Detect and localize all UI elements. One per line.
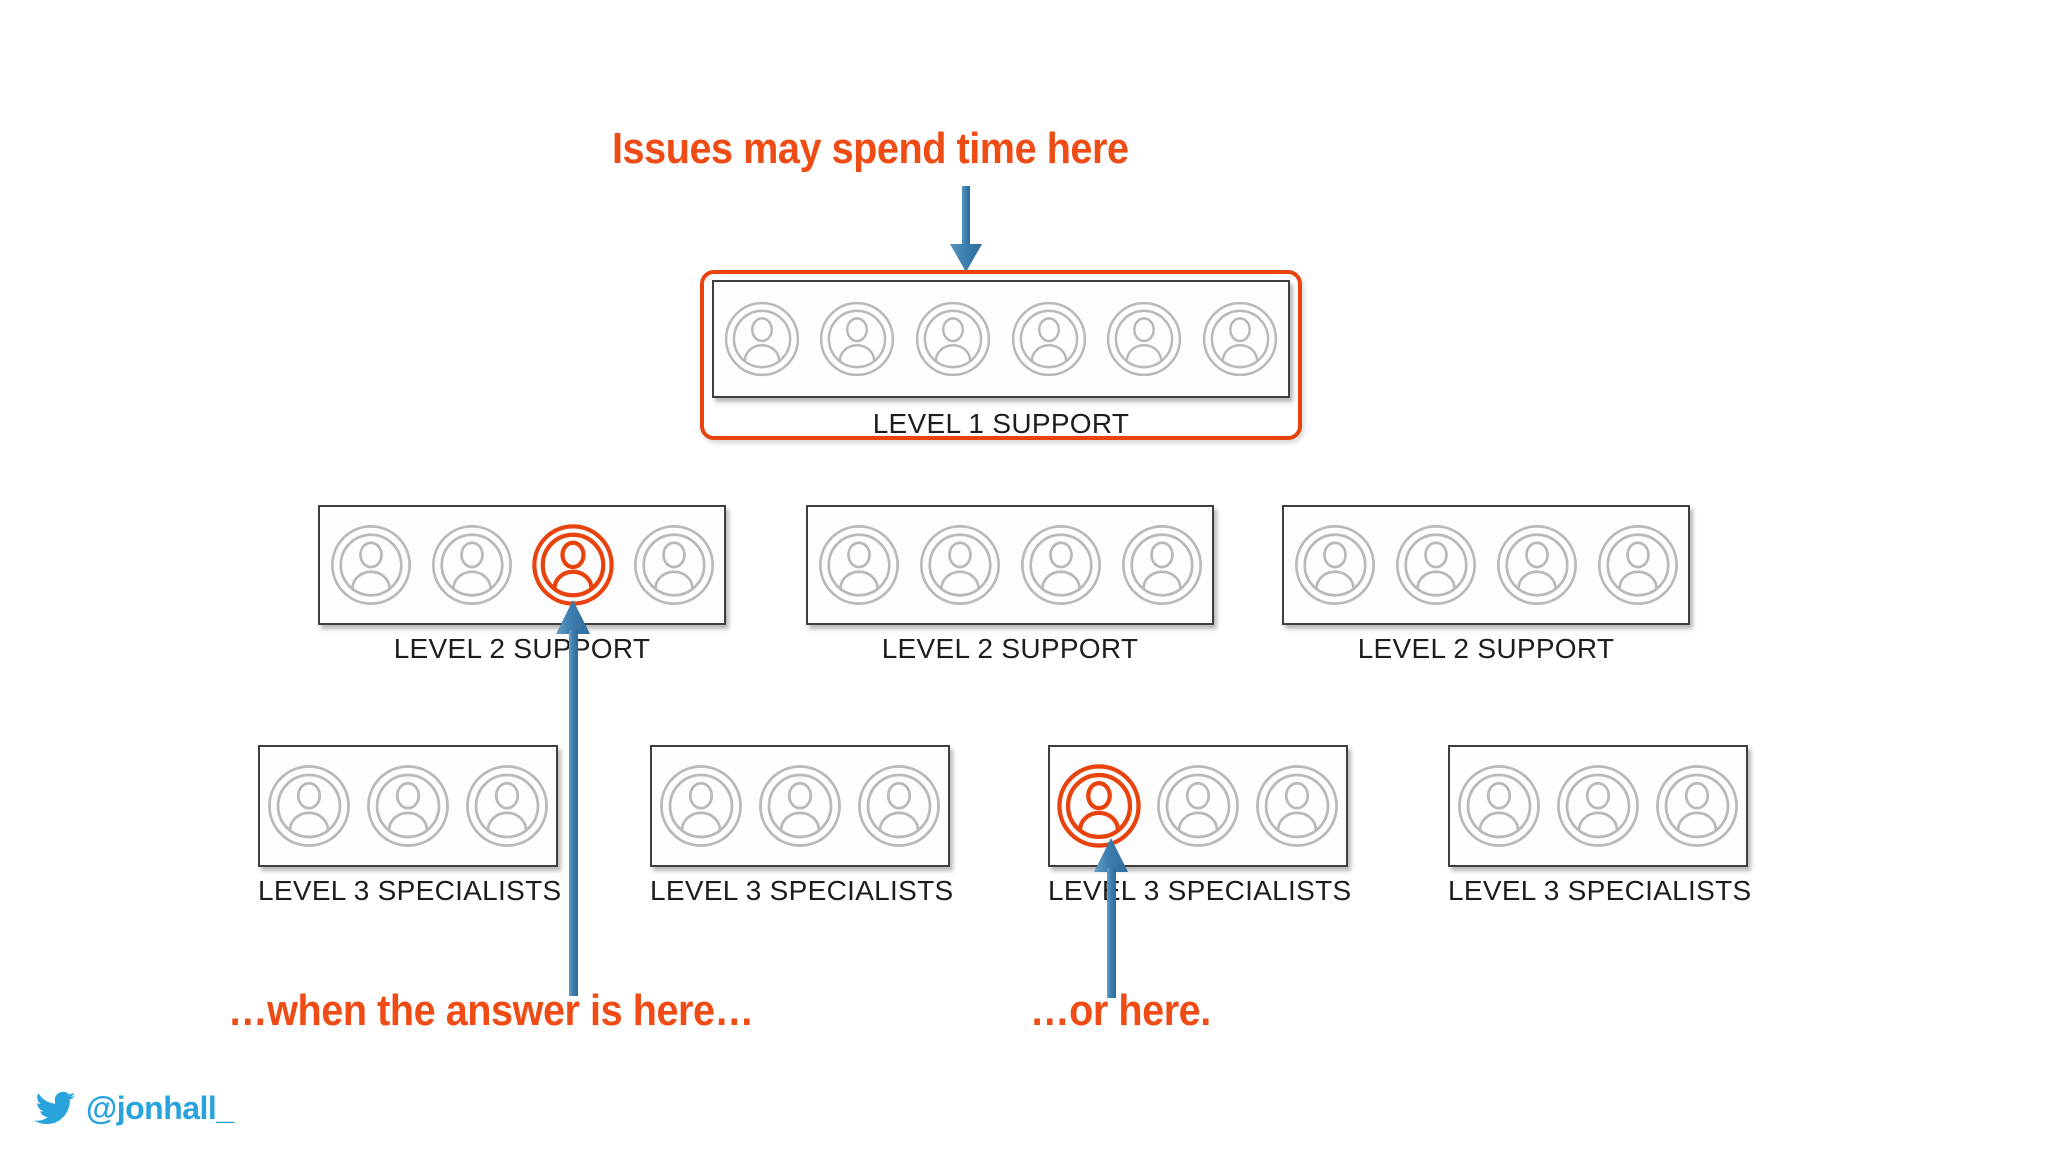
level3-label-4: LEVEL 3 SPECIALISTS <box>1448 875 1752 906</box>
group-level3-4[interactable]: LEVEL 3 SPECIALISTS <box>1448 745 1751 906</box>
agent-icon[interactable] <box>1010 300 1088 378</box>
agent-icon[interactable] <box>365 763 451 849</box>
level2-label-2: LEVEL 2 SUPPORT <box>881 633 1139 664</box>
agent-icon[interactable] <box>914 300 992 378</box>
twitter-handle: @jonhall_ <box>86 1090 234 1126</box>
arrow-to-level3-agent <box>1094 838 1128 998</box>
level2-agent-box-3 <box>1282 505 1690 625</box>
twitter-credit[interactable]: @jonhall_ <box>34 1090 234 1127</box>
agent-icon[interactable] <box>1555 763 1641 849</box>
group-level2-3[interactable]: LEVEL 2 SUPPORT <box>1282 505 1690 664</box>
agent-icon[interactable] <box>430 523 514 607</box>
agent-icon[interactable] <box>723 300 801 378</box>
level3-agent-box-1 <box>258 745 558 867</box>
twitter-bird-icon <box>34 1091 76 1124</box>
group-level3-1[interactable]: LEVEL 3 SPECIALISTS <box>258 745 561 906</box>
level2-agent-box-1 <box>318 505 726 625</box>
agent-icon[interactable] <box>658 763 744 849</box>
agent-icon[interactable] <box>1293 523 1377 607</box>
level3-agent-box-3 <box>1048 745 1348 867</box>
agent-icon[interactable] <box>1019 523 1103 607</box>
group-level3-3[interactable]: LEVEL 3 SPECIALISTS <box>1048 745 1351 906</box>
agent-icon[interactable] <box>266 763 352 849</box>
group-level2-1[interactable]: LEVEL 2 SUPPORT <box>318 505 726 664</box>
agent-icon[interactable] <box>1654 763 1740 849</box>
agent-icon[interactable] <box>464 763 550 849</box>
agent-icon[interactable] <box>1495 523 1579 607</box>
group-level2-2[interactable]: LEVEL 2 SUPPORT <box>806 505 1214 664</box>
caption-or-here: …or here. <box>1030 986 1211 1035</box>
agent-icon[interactable] <box>632 523 716 607</box>
agent-icon[interactable] <box>1120 523 1204 607</box>
arrow-to-level2-agent <box>556 600 590 996</box>
agent-icon[interactable] <box>1254 763 1340 849</box>
level3-label-1: LEVEL 3 SPECIALISTS <box>258 875 562 906</box>
caption-answer-is-here: …when the answer is here… <box>228 986 754 1035</box>
level1-label: LEVEL 1 SUPPORT <box>872 408 1130 439</box>
level3-agent-box-2 <box>650 745 950 867</box>
agent-icon[interactable] <box>1105 300 1183 378</box>
agent-icon-highlighted[interactable] <box>1056 763 1142 849</box>
group-level3-2[interactable]: LEVEL 3 SPECIALISTS <box>650 745 953 906</box>
agent-icon[interactable] <box>817 523 901 607</box>
agent-icon[interactable] <box>918 523 1002 607</box>
agent-icon[interactable] <box>856 763 942 849</box>
agent-icon[interactable] <box>329 523 413 607</box>
level3-label-2: LEVEL 3 SPECIALISTS <box>650 875 954 906</box>
agent-icon[interactable] <box>818 300 896 378</box>
agent-icon[interactable] <box>1596 523 1680 607</box>
level3-agent-box-4 <box>1448 745 1748 867</box>
agent-icon[interactable] <box>1456 763 1542 849</box>
group-level1[interactable]: LEVEL 1 SUPPORT <box>712 280 1290 439</box>
level2-agent-box-2 <box>806 505 1214 625</box>
agent-icon[interactable] <box>757 763 843 849</box>
level1-agent-box <box>712 280 1290 398</box>
level2-label-1: LEVEL 2 SUPPORT <box>393 633 651 664</box>
level2-label-3: LEVEL 2 SUPPORT <box>1357 633 1615 664</box>
arrow-to-level1 <box>950 186 982 272</box>
level3-label-3: LEVEL 3 SPECIALISTS <box>1048 875 1352 906</box>
headline-text: Issues may spend time here <box>612 124 1129 173</box>
agent-icon-highlighted[interactable] <box>531 523 615 607</box>
agent-icon[interactable] <box>1394 523 1478 607</box>
agent-icon[interactable] <box>1155 763 1241 849</box>
agent-icon[interactable] <box>1201 300 1279 378</box>
